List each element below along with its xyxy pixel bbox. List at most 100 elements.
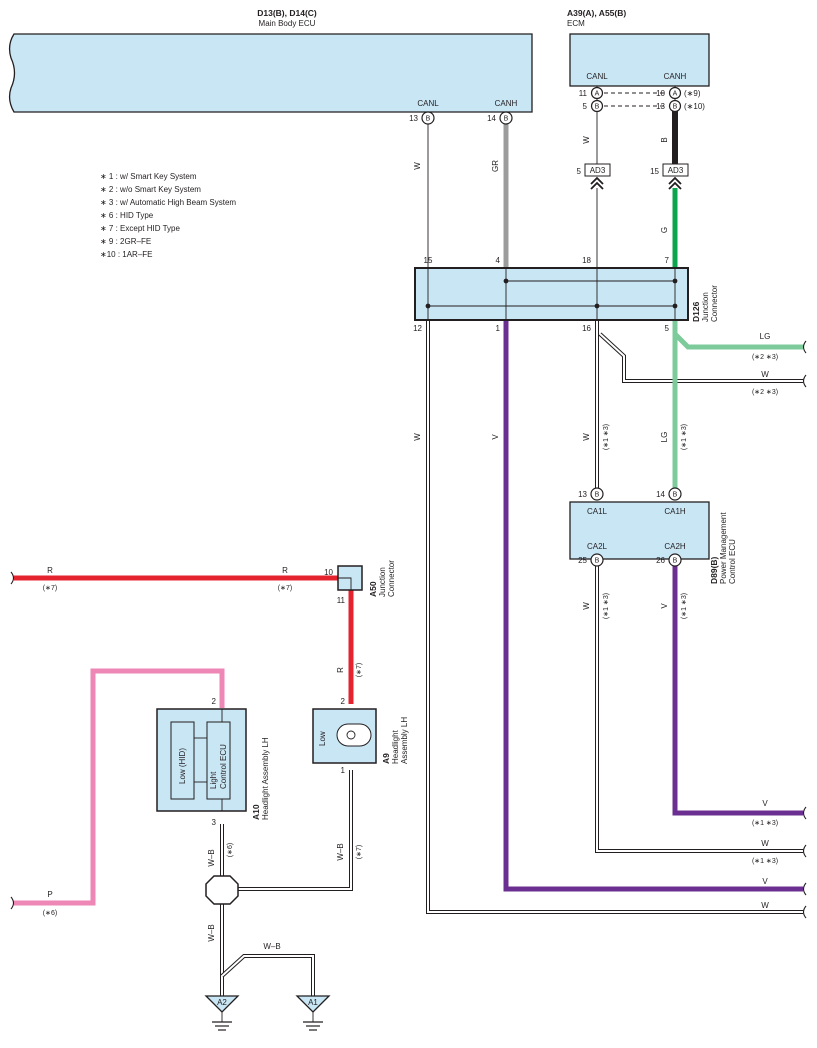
note-r-2: (∗7) bbox=[278, 585, 292, 592]
wires bbox=[14, 110, 803, 996]
edge-brackets bbox=[10, 340, 807, 919]
a9-low-label: Low bbox=[318, 731, 327, 746]
ground-a1-triangle bbox=[295, 995, 331, 1013]
d126-name-line2: Connector bbox=[710, 285, 719, 322]
a50-internal-line bbox=[338, 577, 352, 590]
ecm-row2-l-conn: B bbox=[595, 104, 600, 111]
d126-pin-7: 7 bbox=[665, 256, 670, 265]
a10-label-group: A10 Headlight Assembly LH bbox=[251, 737, 270, 820]
a10-pin-2: 2 bbox=[212, 697, 217, 706]
d126-node-1 bbox=[503, 278, 509, 284]
d126-name-line1: Junction bbox=[701, 292, 710, 322]
ecm-row2-l-pin: 5 bbox=[583, 102, 588, 111]
ad3-left-box bbox=[584, 163, 611, 177]
label-v-4: V bbox=[762, 877, 768, 886]
a9-name-line2: Assembly LH bbox=[400, 717, 409, 764]
a10-control-ecu: Control ECU bbox=[219, 744, 228, 789]
splice-point bbox=[205, 875, 239, 905]
a9-label-group: A9 Headlight Assembly LH bbox=[381, 717, 409, 764]
label-w-3: W bbox=[582, 433, 591, 441]
main-body-ecu-canl-label: CANL bbox=[417, 99, 439, 108]
ecm-row1-r-pin: 10 bbox=[656, 89, 665, 98]
a10-low-hid-block bbox=[170, 721, 195, 800]
ecm-canh-label: CANH bbox=[664, 72, 687, 81]
ground-a2-label: A2 bbox=[217, 998, 227, 1007]
a9-pin-2: 2 bbox=[341, 697, 346, 706]
edge-bracket-w3 bbox=[802, 905, 807, 919]
pm-ecu-pin-26: 26 bbox=[656, 556, 665, 565]
d126-node-3 bbox=[425, 303, 431, 309]
a10-low-hid: Low (HID) bbox=[178, 748, 187, 784]
label-g: G bbox=[660, 227, 669, 233]
legend-item-3: ∗ 3 : w/ Automatic High Beam System bbox=[100, 198, 236, 207]
ad3-right-box bbox=[662, 163, 689, 177]
a50-name-line1: Junction bbox=[378, 567, 387, 597]
ecm-row1-l-pin: 11 bbox=[579, 89, 588, 98]
label-w-5: W bbox=[761, 370, 769, 379]
ecm-row1-note: (∗9) bbox=[684, 89, 701, 98]
pm-ecu-pin-26-circle bbox=[668, 553, 682, 567]
wire-wb-a9-inner bbox=[238, 770, 352, 890]
main-body-ecu: D13(B), D14(C) Main Body ECU CANL CANH bbox=[8, 8, 533, 113]
a10-headlight-assembly: Low (HID) Light Control ECU 2 3 A10 Head… bbox=[156, 697, 270, 827]
note-w-5: (∗2 ∗3) bbox=[752, 389, 778, 396]
pm-ecu-box bbox=[569, 501, 710, 560]
legend-item-2: ∗ 2 : w/o Smart Key System bbox=[100, 185, 201, 194]
label-v-2: V bbox=[660, 603, 669, 609]
wire-w-long-outer bbox=[426, 320, 803, 914]
main-body-ecu-canh-label: CANH bbox=[495, 99, 518, 108]
a10-light: Light bbox=[209, 771, 218, 789]
d126-node-5 bbox=[672, 303, 678, 309]
legend-item-1: ∗ 1 : w/ Smart Key System bbox=[100, 172, 197, 181]
label-wb-1: W–B bbox=[207, 849, 216, 866]
ecm-row1-l-conn: A bbox=[595, 91, 600, 98]
ground-a2-triangle bbox=[204, 995, 240, 1013]
label-w-ecm: W bbox=[582, 136, 591, 144]
note-lg-1: (∗1 ∗3) bbox=[681, 424, 688, 450]
a10-box bbox=[156, 708, 247, 812]
note-r-1: (∗7) bbox=[43, 585, 57, 592]
a50-pin-10: 10 bbox=[324, 568, 333, 577]
wire-v-d126 bbox=[503, 320, 803, 892]
d126-pin-16: 16 bbox=[582, 324, 591, 333]
legend-item-6: ∗ 6 : HID Type bbox=[100, 211, 154, 220]
legend-item-9: ∗ 9 : 2GR–FE bbox=[100, 237, 151, 246]
a9-pin-1: 1 bbox=[341, 766, 346, 775]
label-w-1: W bbox=[413, 162, 422, 170]
edge-bracket-r bbox=[10, 571, 15, 585]
ecm-canl-label: CANL bbox=[586, 72, 608, 81]
d126-pin-18: 18 bbox=[582, 256, 591, 265]
ecm-row1-r-conn: A bbox=[673, 91, 678, 98]
ad3-right-label: AD3 bbox=[668, 166, 684, 175]
d126-junction-connector: 15 4 18 7 12 1 16 5 D126 Junction Connec… bbox=[413, 256, 719, 333]
pm-ecu-label-group: D89(B) Power Management Control ECU bbox=[709, 512, 737, 584]
a10-name: Headlight Assembly LH bbox=[261, 737, 270, 820]
wire-w-long-inner bbox=[427, 320, 803, 913]
note-w-3: (∗1 ∗3) bbox=[603, 424, 610, 450]
ad3-left-chevron-icon bbox=[590, 176, 604, 190]
wire-labels: W GR W B G W V W (∗1 ∗3) LG (∗1 ∗3) W (∗… bbox=[43, 136, 778, 951]
ecm: A39(A), A55(B) ECM CANL CANH bbox=[567, 8, 710, 87]
label-w-4: W bbox=[582, 602, 591, 610]
mbecu-canl-pin: 13 bbox=[409, 114, 418, 123]
pm-ecu-pin-25: 25 bbox=[578, 556, 587, 565]
pm-ecu-pin-25-circle bbox=[590, 553, 604, 567]
legend-item-7: ∗ 7 : Except HID Type bbox=[100, 224, 180, 233]
ground-a1-label: A1 bbox=[308, 998, 318, 1007]
a50-name-line2: Connector bbox=[387, 560, 396, 597]
pm-ecu-pin-14-conn: B bbox=[673, 492, 678, 499]
edge-bracket-v1 bbox=[802, 806, 807, 820]
power-management-ecu: CA1L CA1H CA2L CA2H 13 B 14 B 25 B 26 B … bbox=[569, 487, 737, 584]
label-wb-4: W–B bbox=[263, 942, 280, 951]
edge-bracket-lg bbox=[802, 340, 807, 354]
edge-bracket-v2 bbox=[802, 882, 807, 896]
note-lg-2: (∗2 ∗3) bbox=[752, 354, 778, 361]
pm-ecu-pin-25-conn: B bbox=[595, 558, 600, 565]
a50-label-group: A50 Junction Connector bbox=[368, 560, 396, 597]
main-body-ecu-connectors: D13(B), D14(C) bbox=[257, 8, 317, 18]
a9-bulb-icon bbox=[336, 723, 372, 747]
pm-ecu-name-line2: Control ECU bbox=[728, 539, 737, 584]
pm-ecu-pin-26-conn: B bbox=[673, 558, 678, 565]
ad3-right-pin: 15 bbox=[650, 167, 659, 176]
